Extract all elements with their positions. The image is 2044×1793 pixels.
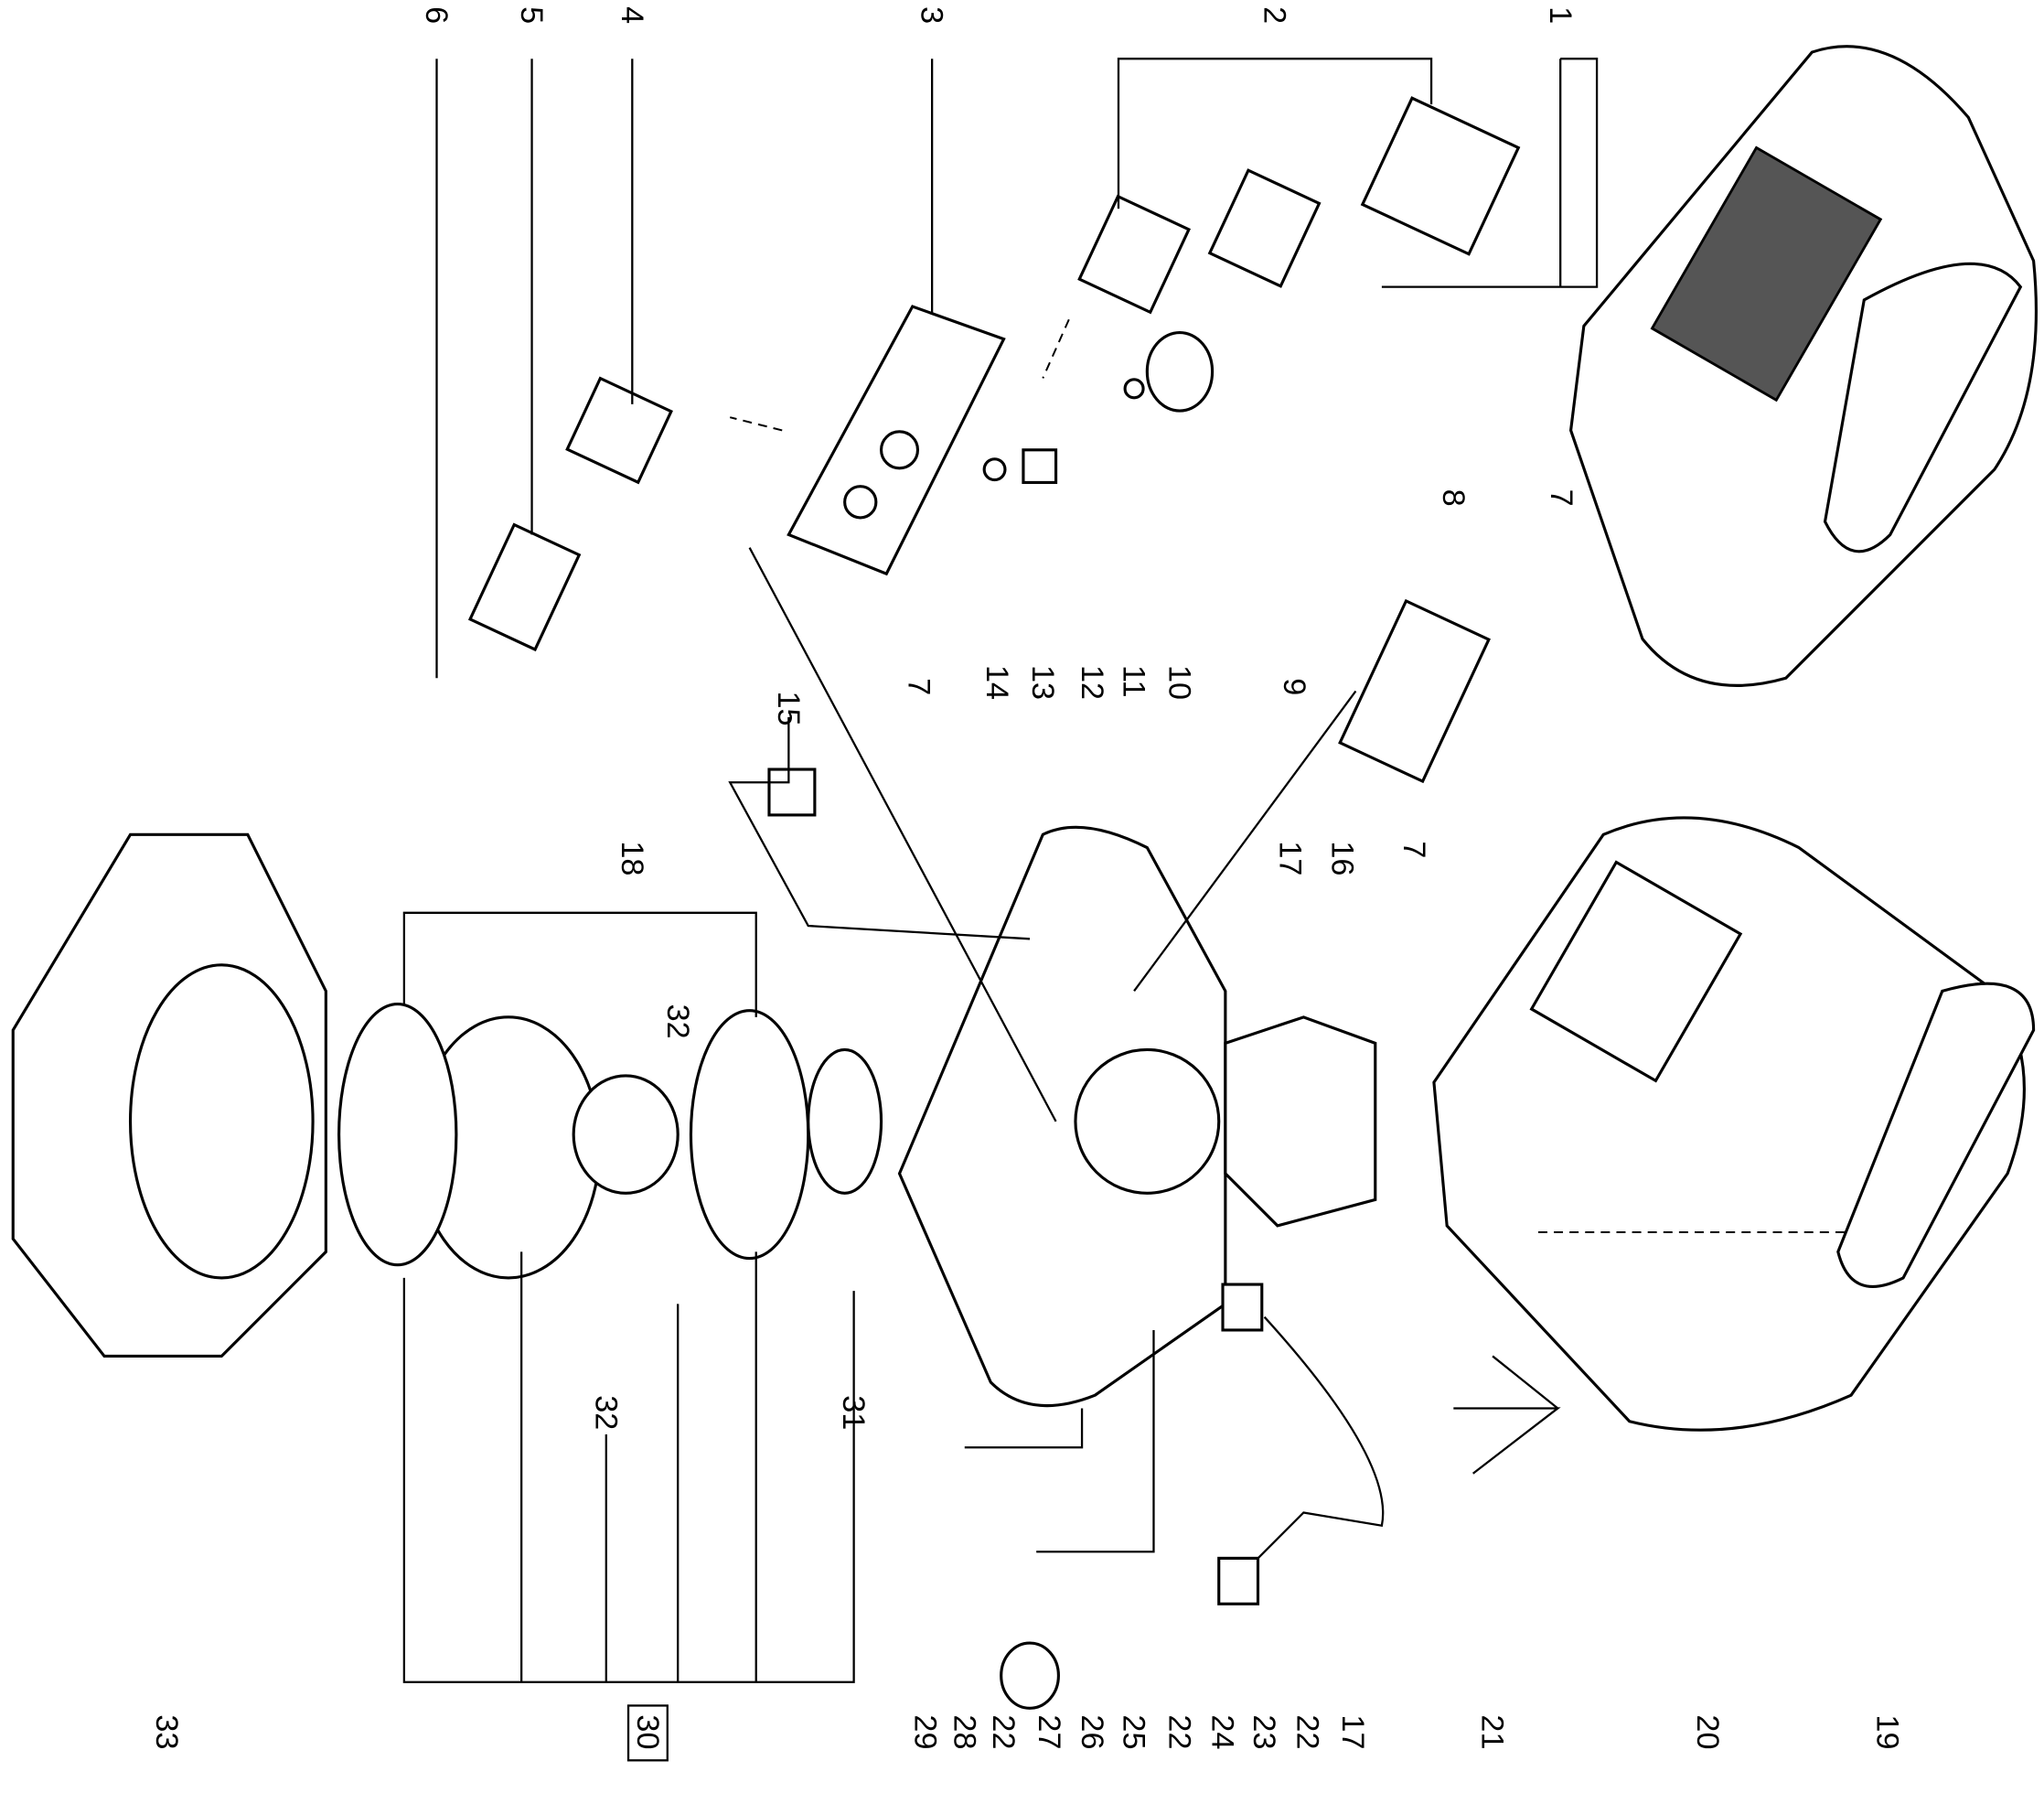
callout-16: 16 [1325,841,1360,875]
motor-part [337,1003,883,1280]
callout-3: 3 [915,6,949,24]
callout-1: 1 [1543,6,1578,24]
callout-14: 14 [979,665,1014,700]
callout-22: 22 [1162,1714,1197,1749]
callout-4: 4 [615,6,649,24]
callout-8: 8 [1436,489,1471,507]
callout-5: 5 [514,6,549,24]
callout-28: 28 [947,1714,981,1749]
callout-18: 18 [615,841,649,875]
callout-15: 15 [771,692,806,726]
callout-29: 29 [908,1714,943,1749]
callout-26: 26 [1075,1714,1109,1749]
callout-24: 24 [1205,1714,1240,1749]
callout-17: 17 [1335,1714,1370,1749]
callout-20: 20 [1690,1714,1725,1749]
small-parts [467,96,1521,1710]
callout-22: 22 [986,1714,1021,1749]
callout-17: 17 [1273,841,1308,875]
callout-13: 13 [1025,665,1060,700]
callout-30: 30 [630,1714,665,1749]
callout-30-box [626,1704,669,1762]
callout-19: 19 [1870,1714,1905,1749]
callout-7: 7 [1397,841,1431,858]
callout-6: 6 [419,6,454,24]
callout-21: 21 [1475,1714,1510,1749]
callout-23: 23 [1247,1714,1281,1749]
callout-31: 31 [836,1395,871,1430]
bottom-cover-part-20 [1432,816,2036,1432]
callout-32: 32 [588,1395,623,1430]
callout-27: 27 [1032,1714,1066,1749]
callout-11: 11 [1117,665,1151,698]
control-panel-part-3 [787,305,1006,576]
callouts: 6 5 4 3 2 1 7 14 13 12 11 10 9 8 7 15 18… [149,6,1905,1762]
callout-2: 2 [1257,6,1292,24]
base-part-33 [11,832,327,1358]
callout-33: 33 [149,1714,184,1749]
callout-25: 25 [1117,1714,1151,1749]
housing-part-29 [897,825,1227,1408]
callout-32: 32 [660,1004,695,1039]
callout-9: 9 [1277,678,1311,695]
callout-12: 12 [1075,665,1109,700]
top-cover-part [1568,45,2039,687]
callout-22: 22 [1290,1714,1324,1749]
callout-7: 7 [1544,489,1578,507]
callout-7: 7 [901,678,936,695]
leader-lines [402,58,1852,1683]
callout-10: 10 [1162,665,1197,700]
